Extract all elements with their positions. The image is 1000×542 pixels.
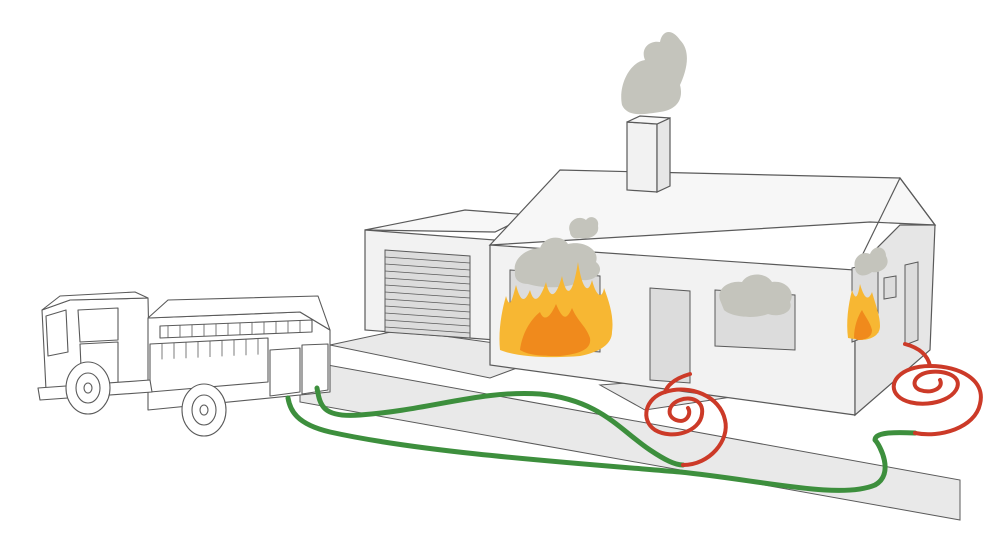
engine-front-wheel [65,361,111,415]
garage-door-slat [384,277,471,285]
fire-engine [37,291,331,437]
hoses [285,342,983,493]
garage-door [384,249,471,339]
fire [499,262,880,358]
engine-ladder [159,319,313,339]
garage-door-slat [384,263,471,271]
window-smoke-right [719,274,792,317]
garage-door-slat [384,312,471,320]
window-smoke-top [569,217,599,239]
attack-line-lead-front [663,372,692,394]
supply-line-upper [314,385,686,468]
garage-door-slat [384,326,471,334]
flame-side-inner [854,310,872,340]
attack-line-lead-side [903,342,932,368]
supply-line-lower [285,395,918,493]
smoke [514,31,888,317]
house-roof [488,169,937,246]
garage-door-slat [384,284,471,292]
engine-rear-wheel [181,383,227,437]
engine-cab-roof [41,291,149,311]
house-roof-gable [854,176,936,271]
side-door [904,261,919,346]
engine-pump-panel [269,347,301,397]
attack-line-coil-side [891,364,983,437]
flame-left-window-inner [520,304,591,356]
window-smoke-left [514,237,601,288]
chimney-side [656,117,671,193]
garage-door-slat [384,291,471,299]
garage [364,209,533,341]
garage-door-slat [384,256,471,264]
chimney-top [626,115,671,125]
garage-door-slat [384,270,471,278]
side-smoke [854,247,888,276]
garage-door-slat [384,298,471,306]
engine-cab-window-front [45,309,69,357]
engine-cab-window-side [77,307,119,343]
engine-body-top [147,295,331,331]
chimney [626,115,671,193]
garage-door-slat [384,305,471,313]
chimney-front [626,121,658,193]
garage-door-slats [384,256,471,334]
garage-door-slat [384,319,471,327]
front-door [649,287,691,384]
attack-line-coil-front [644,387,728,467]
chimney-smoke [621,31,687,115]
side-vent [883,275,897,300]
engine-compartment [149,337,269,393]
engine-rear-panel [301,343,329,395]
engine-compartment-slats [161,338,259,360]
engine-ladder-rungs [167,320,301,338]
